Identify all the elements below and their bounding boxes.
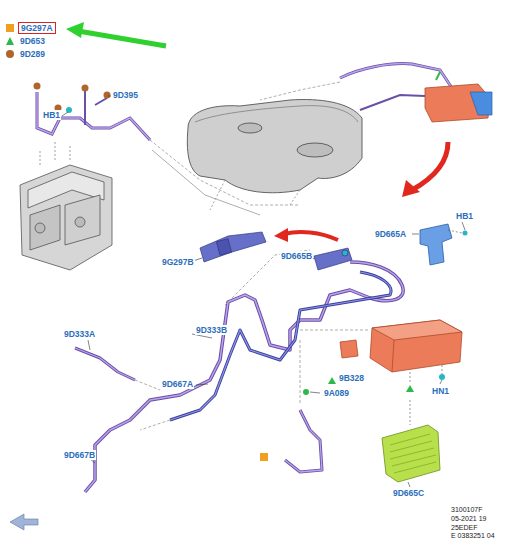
leader-line [448,230,462,233]
view-arrow-head [402,180,420,197]
legend-row: 9G297A [6,22,56,34]
leader-line [442,365,443,374]
fastener-marker [439,374,445,380]
leader-line [410,372,411,383]
callout-number: 9D333A [63,329,96,339]
callout-number: 9D665A [374,229,407,239]
bracket-small [470,92,492,115]
clip-marker [104,92,111,99]
leader-line [310,392,320,393]
leader-line [462,222,465,230]
evap-canister [340,320,462,372]
clip-marker [406,385,414,392]
legend-row: 9D289 [6,48,47,60]
callout-number: 9G297B [161,257,195,267]
view-arrow [10,514,38,530]
fuel-lines-lower [75,250,403,492]
fuel-tank [187,100,362,210]
legend-swatch [6,37,14,45]
drawing-code: E 0383251 04 [451,531,495,540]
callout-number: 9D333B [195,325,228,335]
callout-number: 9D667B [63,450,96,460]
callout-number: HB1 [455,211,474,221]
bracket [420,224,452,265]
callout-number: 9D665C [392,488,425,498]
callout-number: 9B328 [338,373,365,383]
pointer-arrow [78,31,166,46]
callout-number: 9D667A [161,379,194,389]
quick-connector [200,232,266,262]
leader-line [412,234,419,235]
legend-text: 9D653 [18,36,47,46]
drawing-code: 25EDEF [451,523,477,532]
clip [436,72,440,80]
shield [382,400,440,487]
leader-line [440,380,442,384]
legend-swatch [6,50,14,58]
legend-text: 9G297A [18,22,56,34]
engine [20,140,112,270]
quick-connector [314,248,352,270]
clip-marker [34,83,41,90]
callout-number: HB1 [42,110,61,120]
view-arrow [412,142,448,190]
view-arrow [284,232,338,240]
legend-text: 9D289 [18,49,47,59]
clip-marker [328,377,336,384]
fuel-line-rear [260,64,452,110]
callout-number: 9D665B [280,251,313,261]
leader-line [88,340,90,350]
fastener-marker [66,107,72,113]
fastener-marker [463,231,468,236]
drawing-code: 3100107F [451,505,483,514]
clip-marker [260,453,268,461]
callout-number: 9A089 [323,388,350,398]
clip-marker [82,85,89,92]
leader-line [62,112,68,116]
view-arrow-head [274,228,288,242]
legend-row: 9D653 [6,35,47,47]
legend-swatch [6,24,14,32]
callout-number: 9D395 [112,90,139,100]
clip-marker [303,389,309,395]
leader-line [196,384,208,385]
drawing-code: 05-2021 19 [451,514,486,523]
pointer-head [66,22,84,38]
callout-number: HN1 [431,386,450,396]
leader-line [108,96,111,97]
